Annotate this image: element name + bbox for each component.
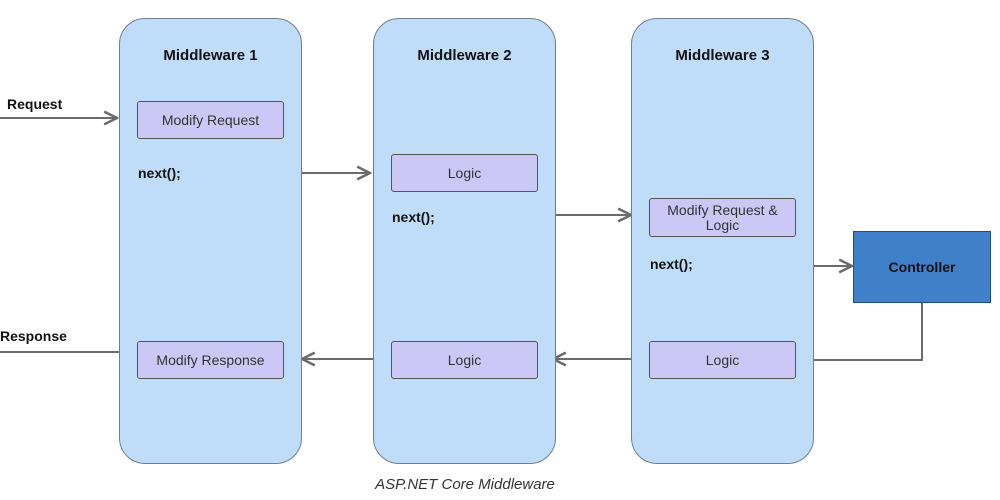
controller-box: Controller <box>853 231 991 303</box>
middleware-3-box: Middleware 3 <box>631 18 814 464</box>
middleware-1-request-step: Modify Request <box>137 101 284 139</box>
middleware-1-box: Middleware 1 <box>119 18 302 464</box>
middleware-3-next-call: next(); <box>650 256 693 272</box>
response-label: Response <box>0 328 67 344</box>
controller-return-arrow <box>797 303 923 360</box>
middleware-2-box: Middleware 2 <box>373 18 556 464</box>
middleware-3-response-step: Logic <box>649 341 796 379</box>
request-label: Request <box>7 96 63 112</box>
middleware-1-title: Middleware 1 <box>163 47 258 64</box>
diagram-caption: ASP.NET Core Middleware <box>375 476 555 493</box>
middleware-1-response-step: Modify Response <box>137 341 284 379</box>
middleware-2-next-call: next(); <box>392 209 435 225</box>
middleware-3-request-step: Modify Request & Logic <box>649 198 796 237</box>
middleware-3-title: Middleware 3 <box>675 47 770 64</box>
middleware-2-title: Middleware 2 <box>417 47 512 64</box>
middleware-2-request-step: Logic <box>391 154 538 192</box>
middleware-1-next-call: next(); <box>138 165 181 181</box>
middleware-2-response-step: Logic <box>391 341 538 379</box>
